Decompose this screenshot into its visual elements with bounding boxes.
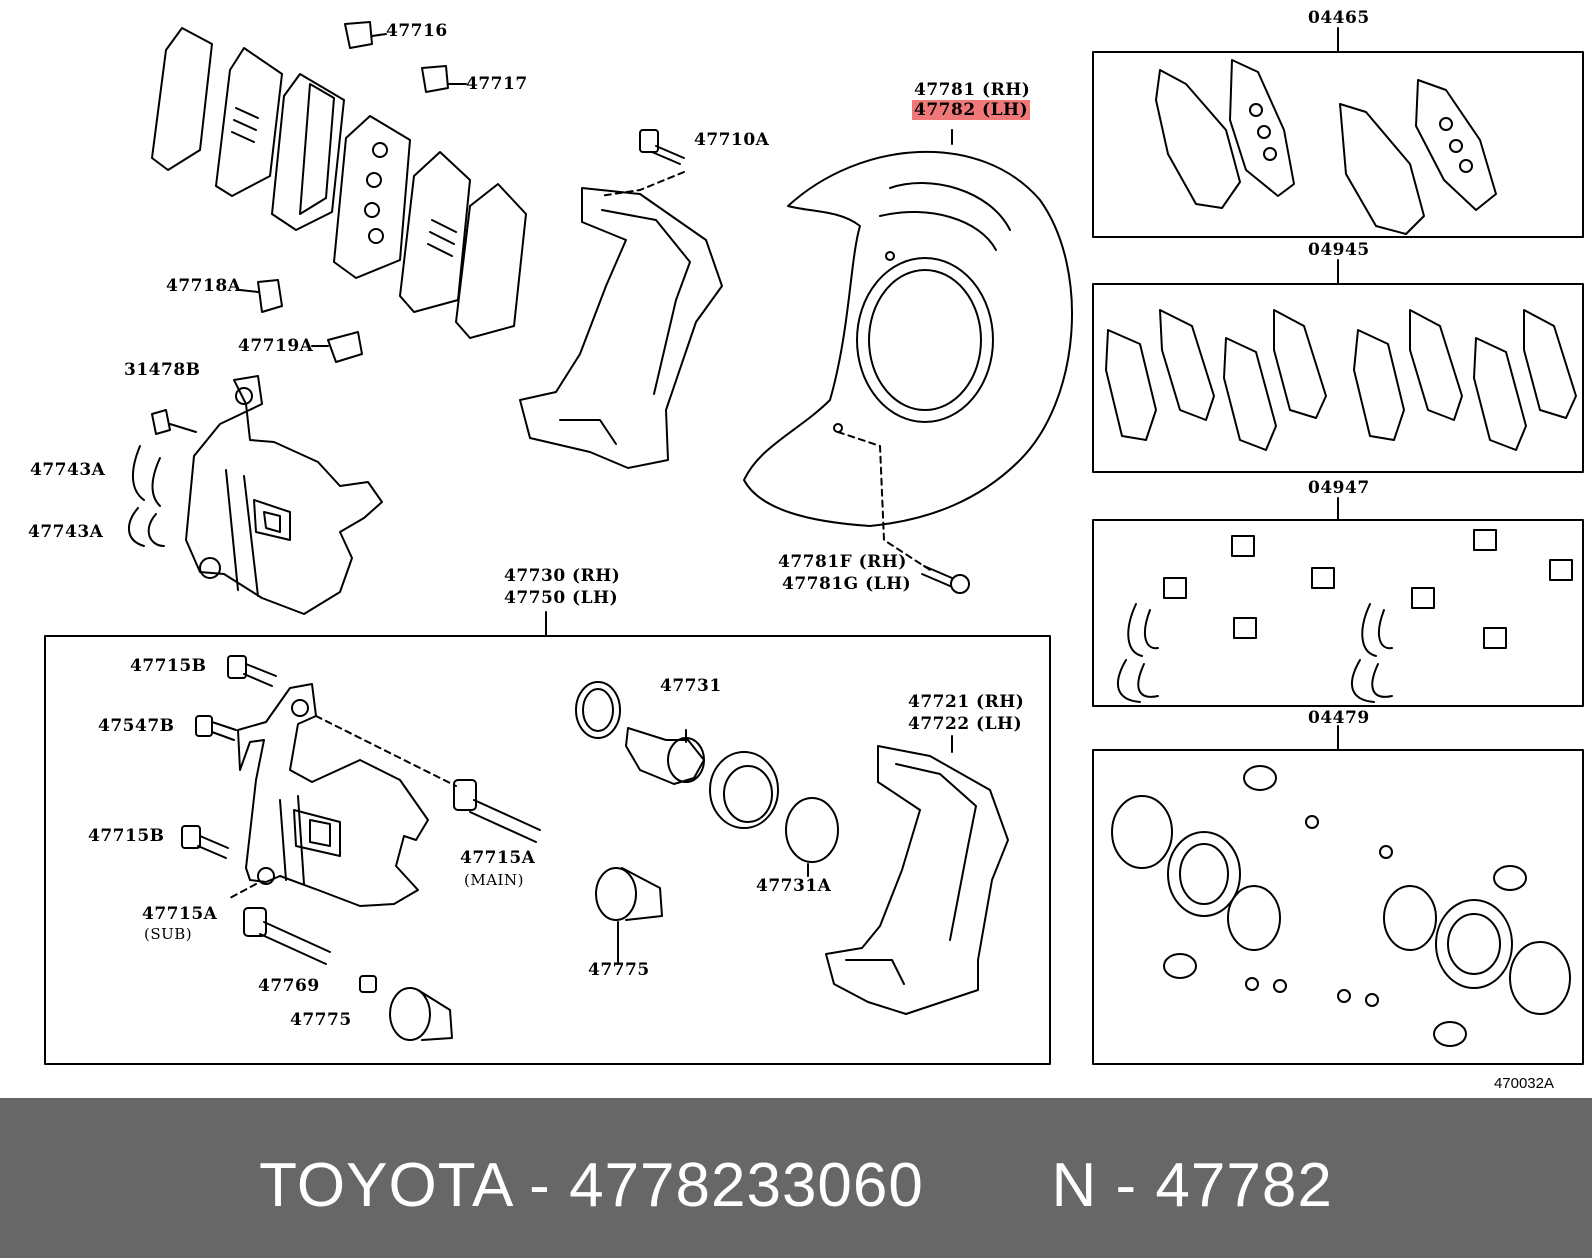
part-label-47781-rh[interactable]: 47781 (RH) (914, 80, 1031, 100)
kit-box-04947-frame (1092, 519, 1584, 707)
part-label-47775-lower[interactable]: 47775 (290, 1010, 352, 1030)
footer-separator-2: - (1115, 1151, 1138, 1220)
part-label-47730-rh[interactable]: 47730 (RH) (504, 566, 621, 586)
bolt-47710a-illustration (599, 129, 685, 197)
part-label-47781g-lh[interactable]: 47781G (LH) (782, 574, 912, 594)
caliper-bracket-illustration (519, 187, 723, 469)
caliper-assembly-illustration (181, 655, 1009, 1041)
part-label-47722-lh[interactable]: 47722 (LH) (908, 714, 1023, 734)
part-label-47719a[interactable]: 47719A (238, 336, 314, 356)
parts-diagram: 47716 47717 47710A 47781 (RH) 47782 (LH)… (28, 8, 1584, 1092)
part-label-47715a-sub[interactable]: 47715A (142, 904, 218, 924)
kit-04945-shims-illustration (1105, 309, 1577, 451)
part-label-47716[interactable]: 47716 (386, 21, 448, 41)
kit-label-04947[interactable]: 04947 (1308, 478, 1370, 498)
part-label-47715b-lower[interactable]: 47715B (88, 826, 165, 846)
part-note-main: (MAIN) (464, 871, 524, 889)
kit-04479-seals-illustration (1111, 765, 1571, 1047)
part-label-47743a-lower[interactable]: 47743A (28, 522, 104, 542)
kit-04465-pads-illustration (1155, 59, 1497, 235)
part-label-47717[interactable]: 47717 (466, 74, 528, 94)
kit-04947-clips-illustration (1117, 529, 1573, 703)
kit-label-04945[interactable]: 04945 (1308, 240, 1370, 260)
part-label-47781f-rh[interactable]: 47781F (RH) (778, 552, 907, 572)
part-note-sub: (SUB) (144, 925, 193, 943)
part-info-footer: TOYOTA - 4778233060 N - 47782 (0, 1098, 1592, 1258)
footer-part-number: 4778233060 (569, 1151, 924, 1220)
disc-brake-dust-cover-illustration (743, 129, 1073, 571)
part-label-47715b-upper[interactable]: 47715B (130, 656, 207, 676)
bolt-47781f-illustration (921, 565, 970, 594)
kit-label-04479[interactable]: 04479 (1308, 708, 1370, 728)
part-label-47718a[interactable]: 47718A (166, 276, 242, 296)
part-label-47775-upper[interactable]: 47775 (588, 960, 650, 980)
part-label-47710a[interactable]: 47710A (694, 130, 770, 150)
part-label-47721-rh[interactable]: 47721 (RH) (908, 692, 1025, 712)
kit-label-04465[interactable]: 04465 (1308, 8, 1370, 28)
footer-separator-1: - (529, 1151, 551, 1220)
part-label-47715a-main[interactable]: 47715A (460, 848, 536, 868)
part-label-47731a[interactable]: 47731A (756, 876, 832, 896)
footer-brand: TOYOTA (259, 1151, 511, 1220)
footer-caption: TOYOTA - 4778233060 N - 47782 (0, 1150, 1592, 1221)
part-label-47547b[interactable]: 47547B (98, 716, 175, 736)
anti-squeal-clips-illustration (239, 21, 467, 363)
caliper-assembly-frame (44, 635, 1051, 1065)
part-label-47782-lh-highlighted[interactable]: 47782 (LH) (912, 100, 1031, 120)
part-label-47743a-upper[interactable]: 47743A (30, 460, 106, 480)
part-label-47750-lh[interactable]: 47750 (LH) (504, 588, 619, 608)
part-label-47731[interactable]: 47731 (660, 676, 722, 696)
diagram-artwork (44, 21, 1584, 1065)
footer-n-code: 47782 (1155, 1151, 1333, 1220)
kit-box-04479-frame (1092, 749, 1584, 1065)
part-label-47769[interactable]: 47769 (258, 976, 320, 996)
footer-n-label: N (1051, 1151, 1098, 1220)
caliper-cylinder-illustration (128, 375, 383, 615)
diagram-reference-code: 470032A (1493, 1075, 1554, 1092)
part-label-31478b[interactable]: 31478B (124, 360, 201, 380)
brake-pad-set-illustration (151, 27, 527, 339)
